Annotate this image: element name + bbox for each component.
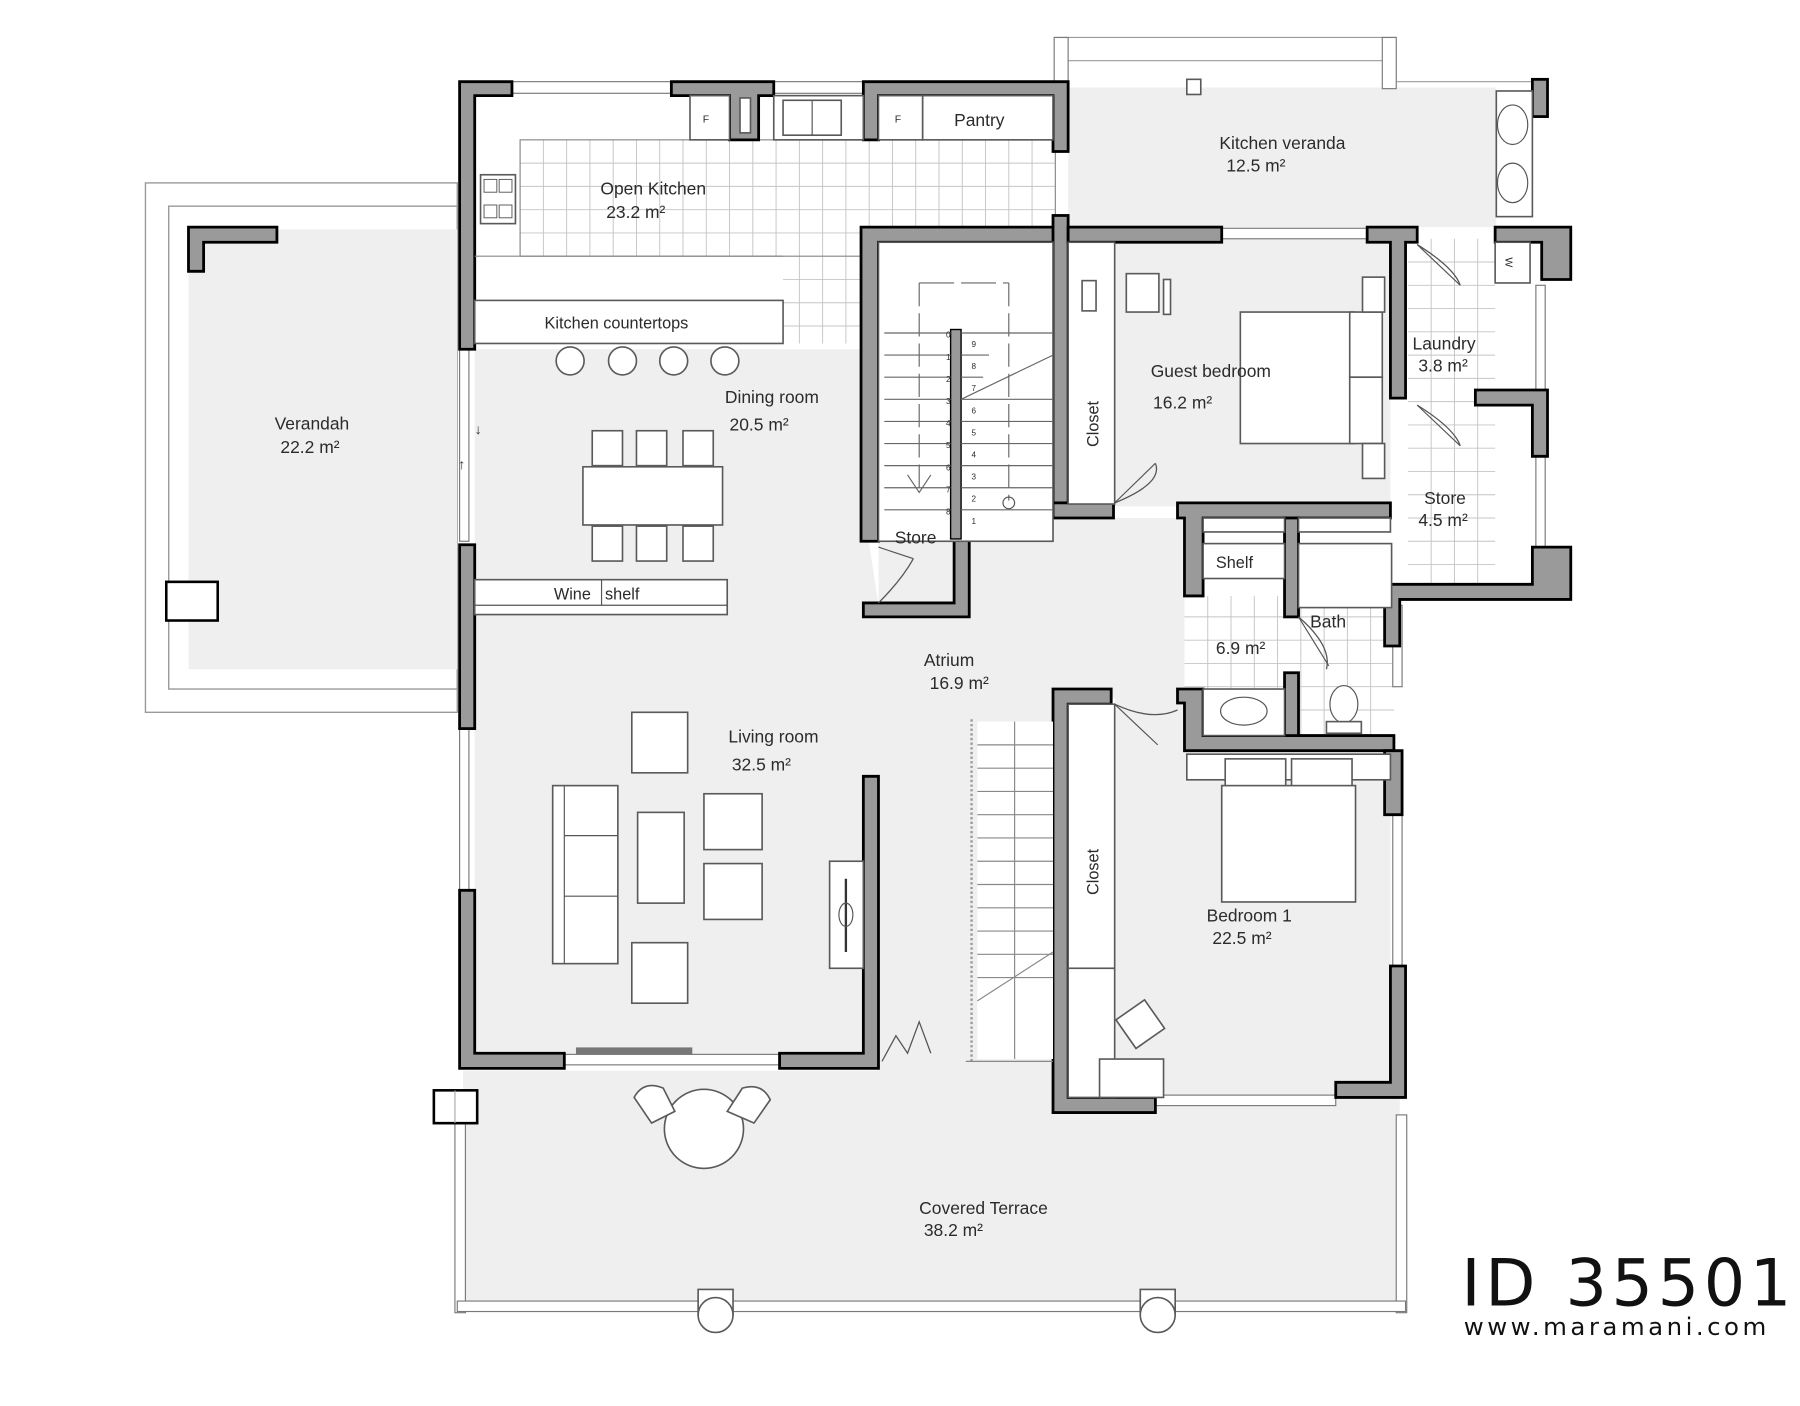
svg-text:6: 6 bbox=[972, 406, 977, 415]
room-name-store-stairs: Store bbox=[895, 528, 937, 548]
room-area-bath: 6.9 m² bbox=[1216, 638, 1266, 658]
plan-id: ID 35501 bbox=[1461, 1247, 1796, 1322]
pantry-box bbox=[921, 94, 1054, 141]
branding: ID 35501 www.maramani.com bbox=[1461, 1247, 1796, 1341]
fixture-closet-guest: Closet bbox=[1084, 400, 1102, 447]
dining-furniture: ↓ ↑ bbox=[458, 421, 729, 616]
svg-text:0: 0 bbox=[946, 331, 951, 340]
kitchen-veranda-floor bbox=[1068, 87, 1497, 228]
room-name-dining: Dining room bbox=[725, 387, 819, 407]
dining-table bbox=[582, 465, 724, 526]
toilet bbox=[1329, 684, 1359, 724]
room-labels: Open Kitchen 23.2 m² Pantry Kitchen vera… bbox=[275, 110, 1476, 1240]
living-furniture bbox=[551, 711, 865, 1055]
room-name-covered-terrace: Covered Terrace bbox=[919, 1198, 1048, 1218]
fridge-label-b: F bbox=[895, 114, 901, 125]
laundry-store-tiles bbox=[1407, 238, 1496, 586]
room-name-pantry: Pantry bbox=[954, 110, 1005, 130]
room-name-open-kitchen: Open Kitchen bbox=[600, 179, 706, 199]
terrace-furniture bbox=[633, 78, 1202, 1334]
kitchen-fixtures: F F bbox=[473, 94, 1054, 376]
svg-text:5: 5 bbox=[946, 441, 951, 450]
svg-text:7: 7 bbox=[946, 485, 951, 494]
room-name-verandah: Verandah bbox=[275, 414, 350, 434]
shelf-box bbox=[1202, 542, 1286, 580]
verandah-floor bbox=[188, 229, 458, 670]
room-area-atrium: 16.9 m² bbox=[930, 673, 989, 693]
room-area-laundry: 3.8 m² bbox=[1418, 355, 1468, 375]
svg-text:2: 2 bbox=[972, 495, 977, 504]
room-name-kitchen-veranda: Kitchen veranda bbox=[1219, 133, 1345, 153]
room-area-living: 32.5 m² bbox=[732, 754, 791, 774]
svg-text:9: 9 bbox=[972, 340, 977, 349]
staircase-lower bbox=[965, 719, 1054, 1062]
room-name-living: Living room bbox=[728, 727, 818, 747]
stove bbox=[479, 173, 517, 225]
svg-text:1: 1 bbox=[946, 353, 951, 362]
room-name-bath: Bath bbox=[1310, 611, 1346, 631]
room-area-guest-bedroom: 16.2 m² bbox=[1153, 393, 1212, 413]
svg-text:8: 8 bbox=[972, 362, 977, 371]
website-url[interactable]: www.maramani.com bbox=[1464, 1312, 1770, 1341]
room-area-kitchen-veranda: 12.5 m² bbox=[1226, 155, 1285, 175]
bath-fixtures bbox=[1202, 517, 1393, 737]
svg-text:3: 3 bbox=[972, 473, 977, 482]
room-area-dining: 20.5 m² bbox=[730, 415, 789, 435]
washer-label: W bbox=[1503, 257, 1514, 267]
svg-text:2: 2 bbox=[946, 375, 951, 384]
svg-text:8: 8 bbox=[946, 508, 951, 517]
fixture-shelf: Shelf bbox=[1216, 554, 1254, 572]
fixture-shelf-wine: shelf bbox=[605, 585, 640, 603]
covered-terrace-floor bbox=[463, 1070, 1400, 1310]
terrace-table bbox=[663, 1088, 745, 1170]
room-area-bedroom-1: 22.5 m² bbox=[1212, 928, 1271, 948]
fixture-wine: Wine bbox=[554, 585, 591, 603]
svg-text:5: 5 bbox=[972, 428, 977, 437]
coffee-table bbox=[636, 811, 685, 904]
svg-text:7: 7 bbox=[972, 384, 977, 393]
svg-text:4: 4 bbox=[946, 419, 951, 428]
bed-1 bbox=[1220, 784, 1357, 903]
room-area-verandah: 22.2 m² bbox=[280, 437, 339, 457]
guest-bedroom-furniture bbox=[1067, 241, 1386, 505]
sofa bbox=[551, 784, 619, 965]
room-name-guest-bedroom: Guest bedroom bbox=[1151, 361, 1271, 381]
room-name-laundry: Laundry bbox=[1413, 333, 1476, 353]
kitchen-countertops bbox=[473, 299, 784, 345]
room-area-open-kitchen: 23.2 m² bbox=[606, 202, 665, 222]
room-area-covered-terrace: 38.2 m² bbox=[924, 1220, 983, 1240]
room-name-atrium: Atrium bbox=[924, 650, 974, 670]
room-name-store-right: Store bbox=[1424, 488, 1466, 508]
bedroom-1-furniture bbox=[1067, 703, 1392, 1099]
laundry-fixtures: W bbox=[1416, 90, 1534, 447]
svg-text:1: 1 bbox=[972, 517, 977, 526]
fridge-label-a: F bbox=[703, 114, 709, 125]
svg-text:↓: ↓ bbox=[475, 421, 482, 437]
svg-text:3: 3 bbox=[946, 397, 951, 406]
svg-text:↑: ↑ bbox=[458, 456, 465, 472]
fixture-kitchen-countertops: Kitchen countertops bbox=[545, 314, 689, 332]
svg-text:6: 6 bbox=[946, 463, 951, 472]
bathtub bbox=[1297, 542, 1393, 609]
room-name-bedroom-1: Bedroom 1 bbox=[1207, 906, 1292, 926]
fixture-closet-bed1: Closet bbox=[1084, 848, 1102, 895]
room-area-store-right: 4.5 m² bbox=[1418, 510, 1468, 530]
svg-text:4: 4 bbox=[972, 450, 977, 459]
guest-bed bbox=[1239, 311, 1356, 445]
staircase-upper: 0 1 2 3 4 5 6 7 8 9 8 7 6 5 4 3 2 1 bbox=[877, 241, 1054, 604]
